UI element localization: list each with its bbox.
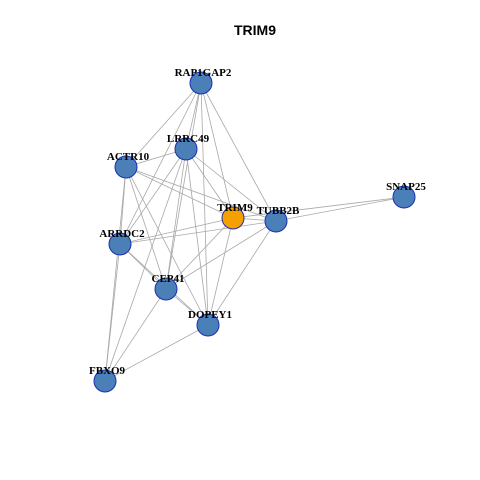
edge-layer — [104, 82, 405, 382]
node-label-actr10: ACTR10 — [107, 151, 150, 163]
node-cep41[interactable]: CEP41 — [152, 273, 185, 301]
node-label-dopey1: DOPEY1 — [188, 309, 232, 321]
node-circle-dopey1[interactable] — [196, 313, 220, 337]
edge-rap1gap2-tubb2b — [200, 82, 277, 222]
node-lrrc49[interactable]: LRRC49 — [167, 133, 210, 161]
node-circle-cep41[interactable] — [154, 277, 178, 301]
edge-lrrc49-cep41 — [165, 148, 187, 290]
node-circle-snap25[interactable] — [392, 185, 416, 209]
edge-lrrc49-dopey1 — [185, 148, 209, 326]
edge-tubb2b-snap25 — [275, 196, 405, 222]
edge-tubb2b-dopey1 — [207, 220, 277, 326]
node-label-arrdc2: ARRDC2 — [99, 228, 145, 240]
node-circle-lrrc49[interactable] — [174, 137, 198, 161]
node-circle-rap1gap2[interactable] — [189, 71, 213, 95]
node-trim9[interactable]: TRIM9 — [217, 202, 253, 230]
node-label-fbxo9: FBXO9 — [89, 365, 126, 377]
edge-rap1gap2-arrdc2 — [119, 82, 202, 245]
edge-trim9-arrdc2 — [119, 217, 234, 245]
node-label-cep41: CEP41 — [152, 273, 185, 285]
edge-tubb2b-cep41 — [165, 220, 277, 290]
node-fbxo9[interactable]: FBXO9 — [89, 365, 126, 393]
edge-cep41-fbxo9 — [104, 288, 167, 382]
edge-lrrc49-fbxo9 — [104, 148, 187, 382]
edge-rap1gap2-actr10 — [125, 82, 202, 168]
edge-actr10-cep41 — [125, 166, 167, 290]
node-circle-tubb2b[interactable] — [264, 209, 288, 233]
node-tubb2b[interactable]: TUBB2B — [257, 205, 300, 233]
edge-actr10-trim9 — [125, 166, 234, 219]
edge-trim9-dopey1 — [207, 217, 234, 326]
node-circle-fbxo9[interactable] — [93, 369, 117, 393]
edge-dopey1-fbxo9 — [104, 324, 209, 382]
node-dopey1[interactable]: DOPEY1 — [188, 309, 232, 337]
edge-lrrc49-trim9 — [185, 148, 234, 219]
edge-actr10-dopey1 — [125, 166, 209, 326]
edge-rap1gap2-trim9 — [200, 82, 234, 219]
node-actr10[interactable]: ACTR10 — [107, 151, 150, 179]
edge-actr10-fbxo9 — [104, 166, 127, 382]
edge-rap1gap2-cep41 — [165, 82, 202, 290]
node-arrdc2[interactable]: ARRDC2 — [99, 228, 145, 256]
node-circle-actr10[interactable] — [114, 155, 138, 179]
node-snap25[interactable]: SNAP25 — [386, 181, 426, 209]
node-label-snap25: SNAP25 — [386, 181, 426, 193]
node-rap1gap2[interactable]: RAP1GAP2 — [175, 67, 232, 95]
graph-title: TRIM9 — [234, 22, 276, 38]
edge-tubb2b-arrdc2 — [119, 220, 277, 245]
edge-trim9-snap25 — [232, 196, 405, 219]
node-label-trim9: TRIM9 — [217, 202, 253, 214]
node-circle-trim9[interactable] — [221, 206, 245, 230]
node-label-lrrc49: LRRC49 — [167, 133, 210, 145]
edge-trim9-cep41 — [165, 217, 234, 290]
edge-actr10-tubb2b — [125, 166, 277, 222]
node-circle-arrdc2[interactable] — [108, 232, 132, 256]
edge-lrrc49-arrdc2 — [119, 148, 187, 245]
node-label-rap1gap2: RAP1GAP2 — [175, 67, 232, 79]
edge-arrdc2-fbxo9 — [104, 243, 121, 382]
edge-lrrc49-tubb2b — [185, 148, 277, 222]
node-label-tubb2b: TUBB2B — [257, 205, 300, 217]
